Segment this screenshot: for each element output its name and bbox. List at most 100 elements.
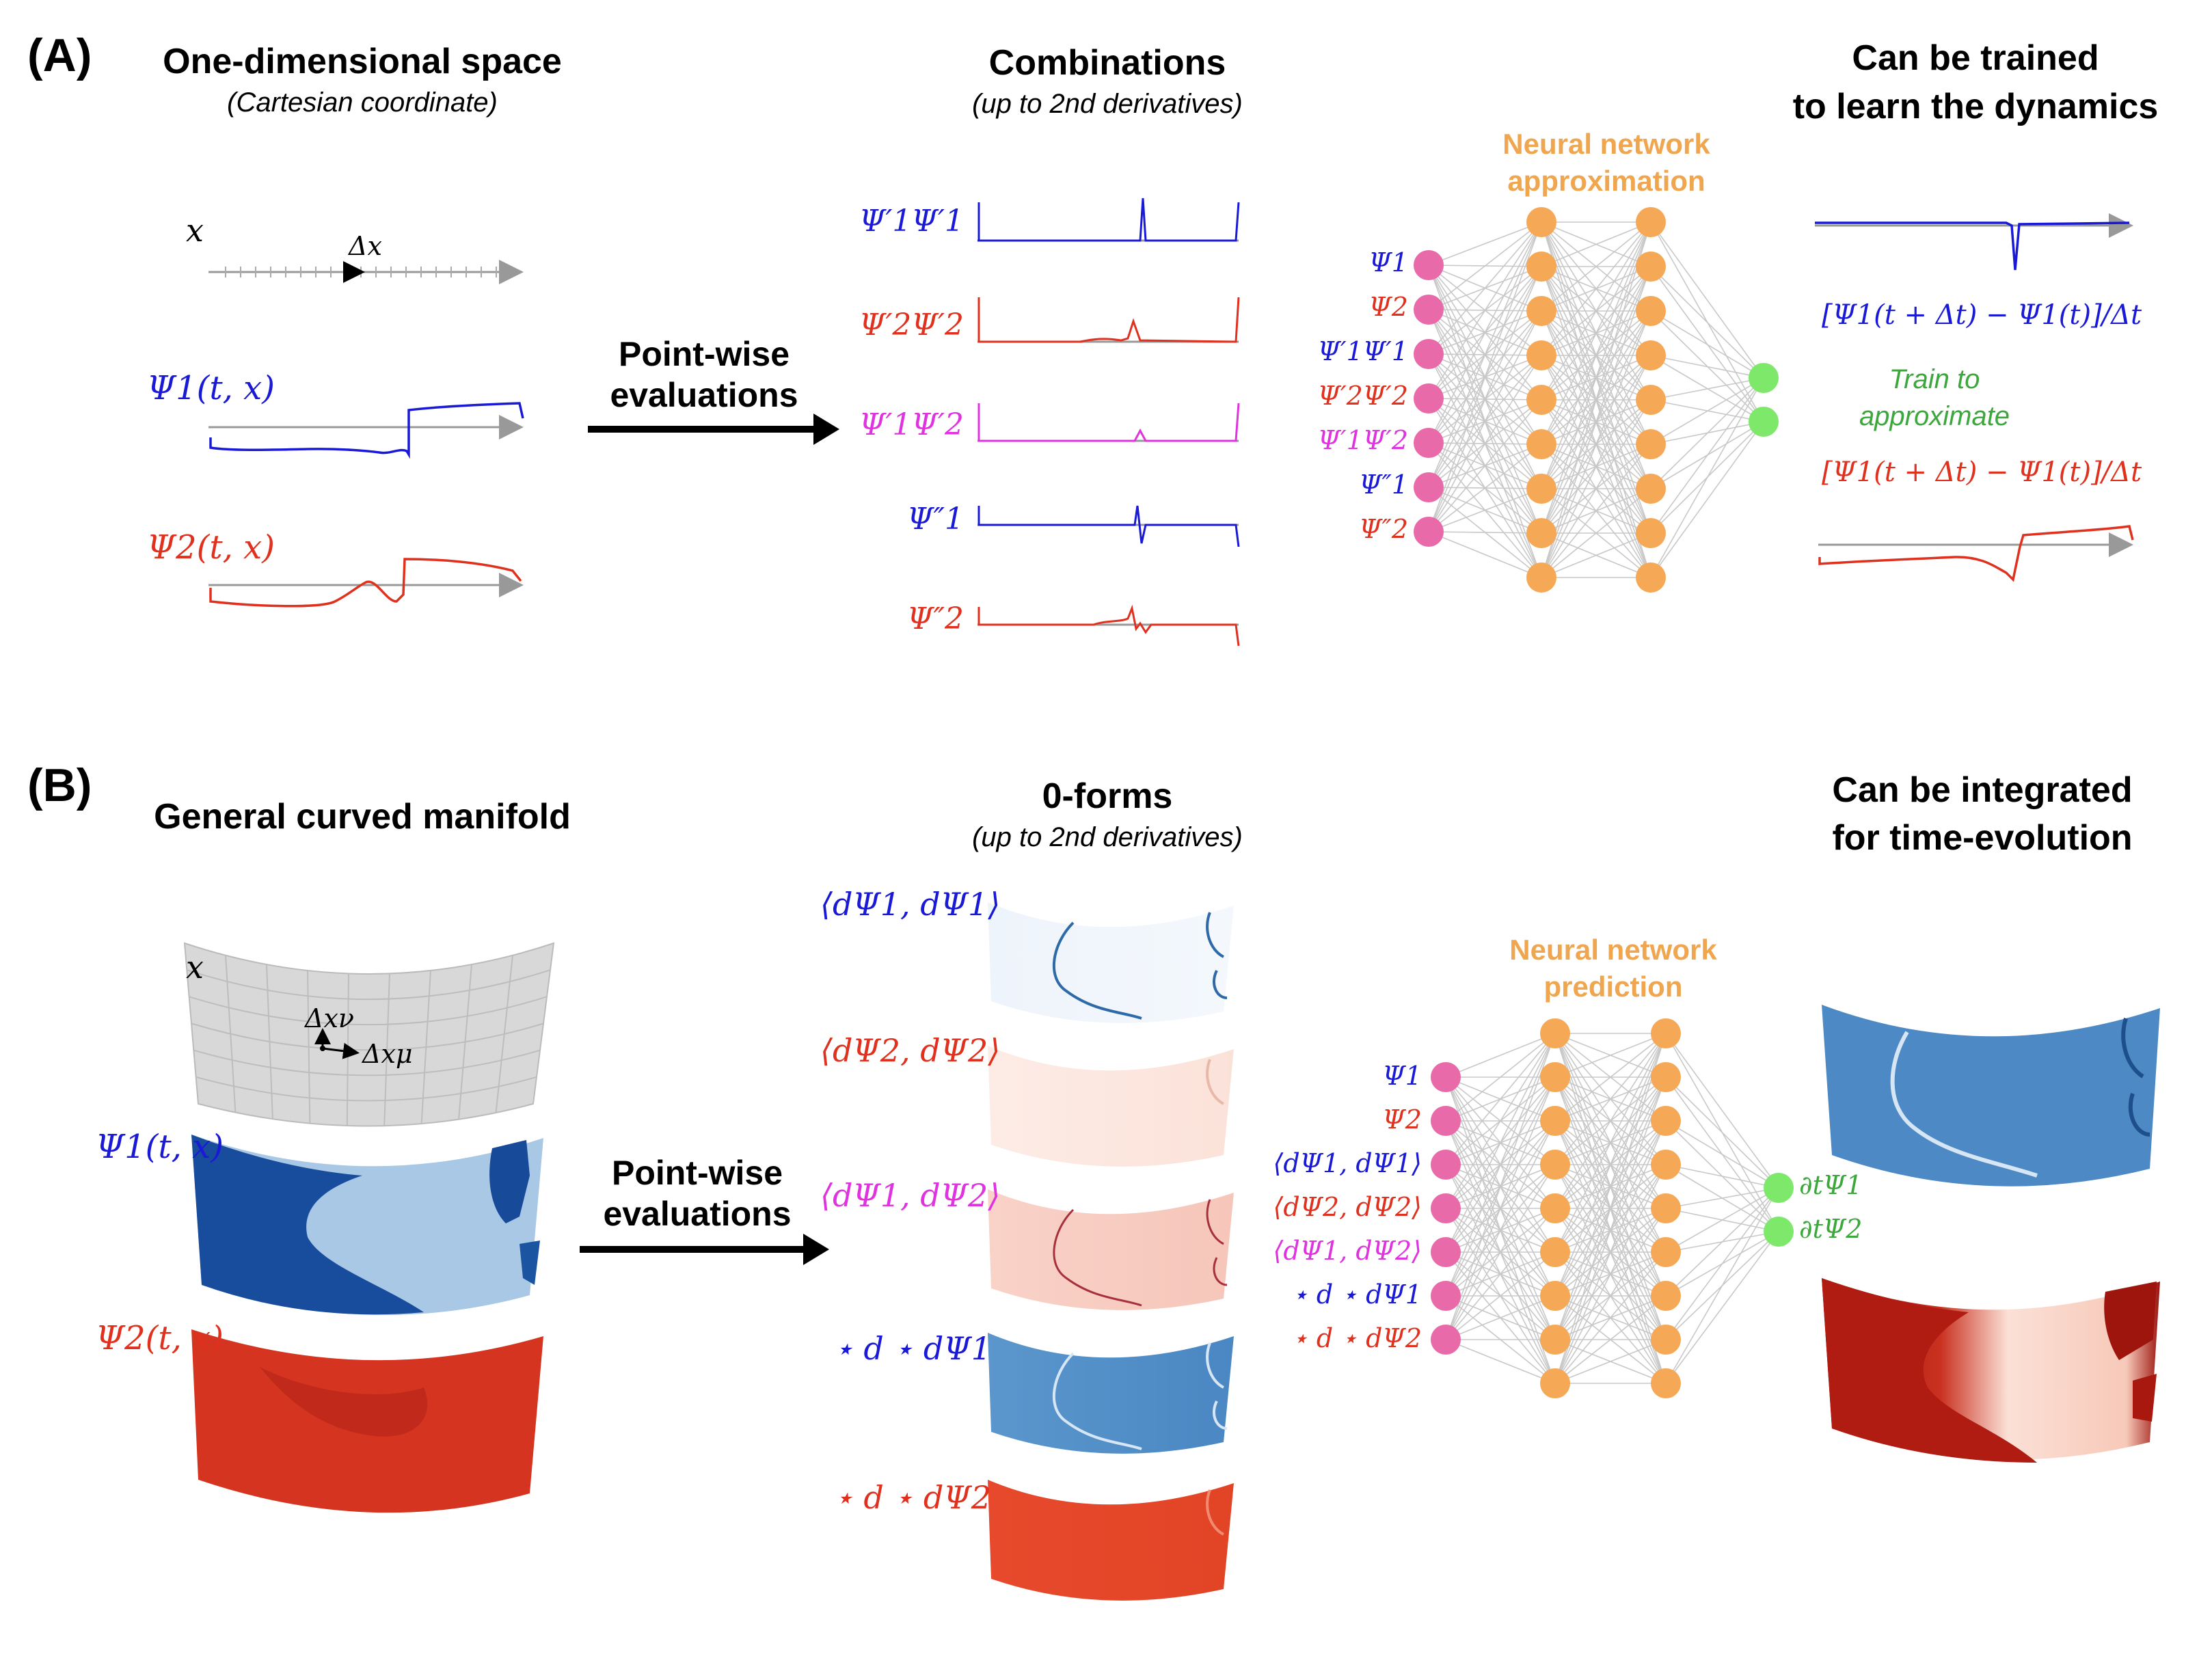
- panel-a-nn-output-node: [1749, 363, 1779, 393]
- panel-b-psi2-label: Ψ2(t, x): [96, 1319, 224, 1357]
- panel-b-form-label: ⋆ d ⋆ dΨ1: [834, 1330, 991, 1367]
- panel-a-train-line1: Train to: [1889, 364, 1980, 394]
- panel-a-label: (A): [27, 29, 92, 81]
- panel-b-nn-input-label: ⋆ d ⋆ dΨ1: [1292, 1279, 1422, 1310]
- panel-a-result-title-line2: to learn the dynamics: [1792, 87, 2159, 126]
- panel-a-nn-input-node: [1414, 517, 1444, 547]
- panel-a-nn-input-label: Ψ′2Ψ′2: [1317, 381, 1408, 411]
- panel-a-nn-hidden-node: [1636, 296, 1666, 326]
- panel-a-space-subtitle: (Cartesian coordinate): [227, 87, 498, 118]
- panel-b-nn-input-label: ⋆ d ⋆ dΨ2: [1292, 1323, 1422, 1353]
- panel-a-nn-hidden-node: [1636, 474, 1666, 504]
- panel-b-nn-input-node: [1431, 1237, 1461, 1267]
- panel-a-nn-input-label: Ψ″2: [1359, 514, 1408, 544]
- panel-a-nn-input-node: [1414, 250, 1444, 280]
- panel-b-nn-input-label: Ψ1: [1382, 1061, 1422, 1091]
- panel-b-form-label: ⟨dΨ2, dΨ2⟩: [820, 1032, 1001, 1069]
- panel-b-nn-input-node: [1431, 1062, 1461, 1092]
- panel-b-nn-hidden-node: [1651, 1368, 1681, 1398]
- panel-a-combination-label: Ψ′1Ψ′1: [859, 204, 964, 239]
- panel-b-nn-input-label: ⟨dΨ2, dΨ2⟩: [1273, 1192, 1422, 1222]
- panel-a-combination-label: Ψ″2: [906, 601, 964, 636]
- panel-b-nn-hidden-node: [1651, 1018, 1681, 1048]
- panel-b-neural-network: [1431, 1018, 1794, 1398]
- panel-b-axis-dxmu-label: Δxμ: [362, 1039, 413, 1069]
- panel-a-neural-network: [1414, 207, 1779, 593]
- panel-b-result-plots: [1822, 1005, 2160, 1463]
- panel-b-nn-hidden-node: [1540, 1150, 1570, 1180]
- panel-a-arrow-label-line2: evaluations: [610, 376, 798, 414]
- panel-b-nn-input-node: [1431, 1325, 1461, 1355]
- panel-a-nn-hidden-node: [1636, 340, 1666, 370]
- panel-a-nn-input-node: [1414, 472, 1444, 502]
- panel-b-nn-hidden-node: [1540, 1368, 1570, 1398]
- panel-b-nn-output-node: [1764, 1173, 1794, 1203]
- panel-b-nn-hidden-node: [1651, 1237, 1681, 1267]
- panel-a-nn-hidden-node: [1636, 252, 1666, 282]
- panel-a-nn-hidden-node: [1636, 562, 1666, 593]
- panel-b-forms-title: 0-forms: [1042, 776, 1173, 816]
- panel-b-manifold-grid: [183, 942, 555, 1127]
- panel-b-nn-output-label: ∂tΨ2: [1799, 1214, 1863, 1244]
- panel-a-nn-title-line1: Neural network: [1502, 128, 1710, 160]
- panel-b-form-label: ⋆ d ⋆ dΨ2: [834, 1479, 991, 1516]
- panel-b-nn-input-node: [1431, 1281, 1461, 1311]
- panel-a-combination-label: Ψ′1Ψ′2: [859, 407, 964, 442]
- panel-a-nn-hidden-node: [1636, 207, 1666, 237]
- panel-b-nn-hidden-node: [1540, 1237, 1570, 1267]
- panel-b-nn-input-node: [1431, 1150, 1461, 1180]
- panel-a-combinations-title: Combinations: [988, 43, 1226, 83]
- panel-a-combination-label: Ψ′2Ψ′2: [859, 308, 964, 342]
- panel-b-axis-x-label: x: [186, 949, 204, 986]
- panel-b-nn-hidden-node: [1540, 1325, 1570, 1355]
- panel-a-psi1-plot: [208, 402, 524, 459]
- panel-a-combinations-subtitle: (up to 2nd derivatives): [972, 89, 1243, 119]
- panel-a-result-plots: [1815, 213, 2134, 582]
- panel-a-nn-hidden-node: [1636, 429, 1666, 459]
- panel-a-axis-x-label: x: [186, 212, 204, 249]
- panel-b-form-label: ⟨dΨ1, dΨ2⟩: [820, 1177, 1001, 1214]
- panel-a-nn-input-label: Ψ′1Ψ′1: [1317, 336, 1408, 366]
- panel-b-result-title-line2: for time-evolution: [1832, 818, 2133, 858]
- panel-b-psi1-label: Ψ1(t, x): [96, 1128, 224, 1166]
- panel-a-nn-input-label: Ψ1: [1368, 247, 1408, 277]
- panel-a-axis-dx-label: Δx: [349, 231, 382, 261]
- panel-b-arrow-label-line2: evaluations: [603, 1195, 792, 1233]
- panel-b-nn-hidden-node: [1540, 1018, 1570, 1048]
- panel-a-axis: [208, 260, 524, 284]
- panel-b-nn-title-line2: prediction: [1543, 971, 1683, 1003]
- panel-a-train-line2: approximate: [1859, 401, 2010, 431]
- panel-b-arrow-label-line1: Point-wise: [611, 1154, 783, 1192]
- panel-b-nn-title-line1: Neural network: [1509, 934, 1717, 966]
- panel-b-result-title-line1: Can be integrated: [1832, 770, 2133, 810]
- panel-a-nn-title-line2: approximation: [1507, 165, 1705, 197]
- panel-b-nn-output-node: [1764, 1217, 1794, 1247]
- panel-a-space-title: One-dimensional space: [163, 42, 562, 81]
- panel-a-nn-input-node: [1414, 339, 1444, 369]
- panel-b-nn-input-label: ⟨dΨ1, dΨ2⟩: [1273, 1236, 1422, 1266]
- panel-a-nn-hidden-node: [1526, 385, 1556, 415]
- panel-b-space-title: General curved manifold: [154, 797, 571, 837]
- panel-a-psi1-label: Ψ1(t, x): [147, 369, 275, 407]
- panel-b-nn-hidden-node: [1540, 1193, 1570, 1223]
- panel-b-nn-hidden-node: [1651, 1325, 1681, 1355]
- panel-a-nn-hidden-node: [1526, 518, 1556, 548]
- panel-a-nn-hidden-node: [1526, 296, 1556, 326]
- panel-b-psi1-manifold: [191, 1135, 543, 1316]
- panel-b-label: (B): [27, 759, 92, 811]
- panel-b-nn-hidden-node: [1651, 1150, 1681, 1180]
- panel-a-nn-hidden-node: [1526, 340, 1556, 370]
- panel-a-nn-hidden-node: [1636, 518, 1666, 548]
- panel-a-psi2-plot: [208, 558, 524, 608]
- panel-b-nn-hidden-node: [1651, 1193, 1681, 1223]
- panel-a-evaluation-arrow: [588, 414, 839, 445]
- panel-a-nn-hidden-node: [1526, 252, 1556, 282]
- panel-b-evaluation-arrow: [580, 1234, 829, 1265]
- panel-b-psi2-manifold: [191, 1329, 543, 1513]
- panel-a-nn-hidden-node: [1526, 474, 1556, 504]
- panel-a-nn-output-node: [1749, 407, 1779, 437]
- panel-b-nn-hidden-node: [1651, 1106, 1681, 1136]
- panel-a-nn-input-label: Ψ2: [1368, 292, 1408, 322]
- panel-a-psi2-label: Ψ2(t, x): [147, 528, 275, 567]
